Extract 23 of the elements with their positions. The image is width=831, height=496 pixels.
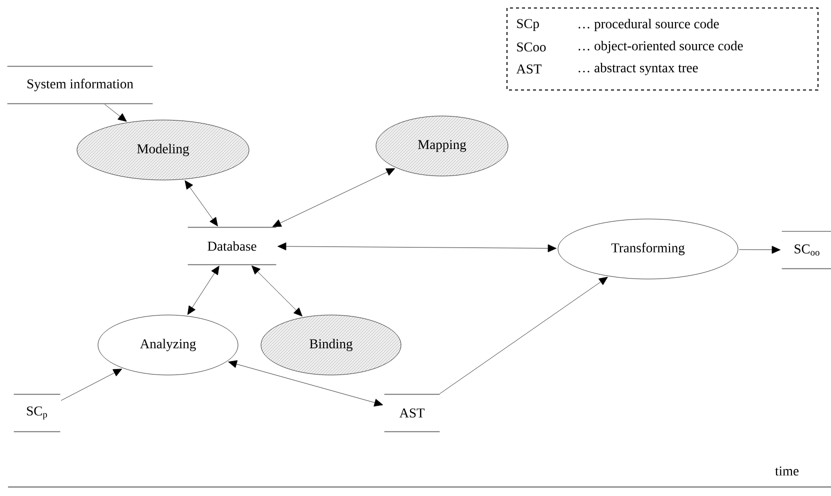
label: AST xyxy=(516,64,542,74)
arrow xyxy=(187,266,220,315)
label: … object-oriented source code xyxy=(578,40,743,54)
arrow xyxy=(228,360,384,406)
arrow xyxy=(272,168,396,227)
label: … procedural source code xyxy=(578,18,719,32)
data-store: AST xyxy=(384,394,440,432)
label: SCp xyxy=(517,19,539,31)
data-store: Database xyxy=(187,226,277,266)
label: SCoo xyxy=(517,42,546,52)
arrow xyxy=(252,266,302,316)
legend-box: SCp … procedural source code SCoo … object-oriented source code AST … abstract syntax tree xyxy=(506,8,818,90)
label: … abstract syntax tree xyxy=(578,62,698,76)
data-store: SC$_{p}$ xyxy=(13,394,61,432)
data-store: SC$_{oo}$ xyxy=(781,230,831,270)
axis-label: time xyxy=(775,466,799,476)
data-store: System information xyxy=(6,66,154,104)
arrow xyxy=(440,276,608,394)
arrow xyxy=(104,104,127,122)
arrow xyxy=(184,180,218,226)
arrow xyxy=(738,246,781,254)
arrow xyxy=(278,242,557,252)
arrow xyxy=(60,368,122,401)
